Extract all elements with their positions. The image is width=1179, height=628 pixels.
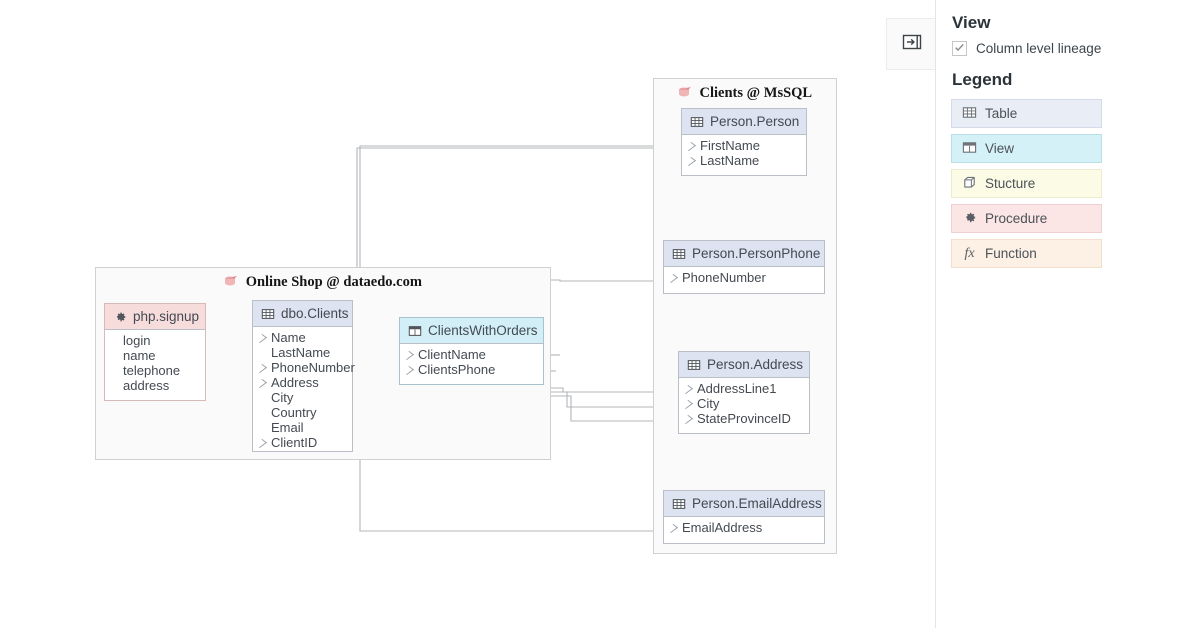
entity-name: ClientsWithOrders bbox=[428, 323, 538, 338]
legend-item-structure[interactable]: Stucture bbox=[951, 169, 1102, 198]
check-icon bbox=[954, 40, 965, 58]
structure-icon bbox=[962, 175, 977, 193]
legend-item-procedure[interactable]: Procedure bbox=[951, 204, 1102, 233]
entity-columns-person-personphone: PhoneNumber bbox=[664, 267, 824, 289]
entity-person-personphone[interactable]: Person.PersonPhone PhoneNumber bbox=[663, 240, 825, 294]
entity-columns-person-person: FirstName LastName bbox=[682, 135, 806, 172]
entity-header-person-emailaddress: Person.EmailAddress bbox=[664, 491, 824, 517]
table-icon bbox=[261, 307, 275, 321]
entity-header-php-signup: php.signup bbox=[105, 304, 205, 330]
legend-label: Procedure bbox=[985, 211, 1048, 226]
entity-name: dbo.Clients bbox=[281, 306, 349, 321]
entity-name: php.signup bbox=[133, 309, 200, 324]
column-addressline1[interactable]: AddressLine1 bbox=[679, 381, 809, 396]
column-name[interactable]: Name bbox=[253, 330, 352, 345]
column-phonenumber[interactable]: PhoneNumber bbox=[253, 360, 355, 375]
column-level-lineage-label: Column level lineage bbox=[976, 41, 1102, 56]
legend-item-table[interactable]: Table bbox=[951, 99, 1102, 128]
entity-name: Person.Address bbox=[707, 357, 804, 372]
entity-name: Person.PersonPhone bbox=[692, 246, 821, 261]
column-firstname[interactable]: FirstName bbox=[682, 138, 806, 153]
panel-collapse-icon bbox=[901, 32, 923, 57]
legend-item-function[interactable]: fx Function bbox=[951, 239, 1102, 268]
column-phonenumber[interactable]: PhoneNumber bbox=[664, 270, 824, 285]
legend-label: Table bbox=[985, 106, 1018, 121]
table-icon bbox=[672, 497, 686, 511]
column-address[interactable]: address bbox=[123, 378, 170, 393]
entity-person-address[interactable]: Person.Address AddressLine1 City StatePr… bbox=[678, 351, 810, 434]
entity-columns-php-signup: login name telephone address bbox=[105, 330, 205, 397]
column-clientname[interactable]: ClientName bbox=[400, 347, 543, 362]
panel-collapse-button[interactable] bbox=[886, 18, 936, 70]
entity-name: Person.Person bbox=[710, 114, 800, 129]
database-icon bbox=[678, 86, 692, 104]
legend-item-view[interactable]: View bbox=[951, 134, 1102, 163]
table-icon bbox=[962, 105, 977, 123]
database-title-mssql: Clients @ MsSQL bbox=[654, 85, 836, 104]
database-icon bbox=[224, 275, 238, 293]
column-login[interactable]: login bbox=[123, 333, 151, 348]
column-stateprovinceid[interactable]: StateProvinceID bbox=[679, 411, 809, 426]
legend-label: View bbox=[985, 141, 1015, 156]
entity-header-person-address: Person.Address bbox=[679, 352, 809, 378]
column-city[interactable]: City bbox=[271, 390, 294, 405]
column-clientsphone[interactable]: ClientsPhone bbox=[400, 362, 543, 377]
entity-person-person[interactable]: Person.Person FirstName LastName bbox=[681, 108, 807, 176]
entity-header-clients-with-orders: ClientsWithOrders bbox=[400, 318, 543, 344]
legend-heading: Legend bbox=[952, 70, 1013, 89]
entity-columns-person-address: AddressLine1 City StateProvinceID bbox=[679, 378, 809, 430]
column-email[interactable]: Email bbox=[271, 420, 304, 435]
view-icon bbox=[962, 140, 977, 158]
database-title-online-shop: Online Shop @ dataedo.com bbox=[96, 274, 550, 293]
column-telephone[interactable]: telephone bbox=[123, 363, 181, 378]
column-emailaddress[interactable]: EmailAddress bbox=[664, 520, 824, 535]
column-city[interactable]: City bbox=[679, 396, 809, 411]
column-lastname[interactable]: LastName bbox=[271, 345, 331, 360]
column-level-lineage-row[interactable]: Column level lineage bbox=[952, 41, 1101, 56]
gear-icon bbox=[113, 310, 127, 324]
database-title-text: Clients @ MsSQL bbox=[699, 85, 813, 101]
entity-clients-with-orders[interactable]: ClientsWithOrders ClientName ClientsPhon… bbox=[399, 317, 544, 385]
column-address[interactable]: Address bbox=[253, 375, 352, 390]
entity-header-person-person: Person.Person bbox=[682, 109, 806, 135]
right-sidebar: View Column level lineage Legend Table bbox=[935, 0, 1179, 628]
view-icon bbox=[408, 324, 422, 338]
table-icon bbox=[687, 358, 701, 372]
entity-header-dbo-clients: dbo.Clients bbox=[253, 301, 352, 327]
entity-name: Person.EmailAddress bbox=[692, 496, 822, 511]
database-title-text: Online Shop @ dataedo.com bbox=[245, 274, 422, 290]
legend-label: Stucture bbox=[985, 176, 1036, 191]
gear-icon bbox=[962, 210, 977, 228]
table-icon bbox=[690, 115, 704, 129]
view-heading: View bbox=[952, 13, 991, 32]
entity-dbo-clients[interactable]: dbo.Clients Name LastName PhoneNumber Ad… bbox=[252, 300, 355, 454]
entity-php-signup[interactable]: php.signup login name telephone address bbox=[104, 303, 206, 401]
column-lastname[interactable]: LastName bbox=[682, 153, 806, 168]
diagram-canvas[interactable]: .ln { fill:none; stroke:#b0b5ba; stroke-… bbox=[0, 0, 935, 628]
entity-columns-person-emailaddress: EmailAddress bbox=[664, 517, 824, 539]
function-icon: fx bbox=[964, 245, 975, 261]
entity-columns-dbo-clients: Name LastName PhoneNumber Address City C… bbox=[253, 327, 355, 454]
column-name[interactable]: name bbox=[123, 348, 156, 363]
entity-columns-clients-with-orders: ClientName ClientsPhone bbox=[400, 344, 543, 381]
entity-header-person-personphone: Person.PersonPhone bbox=[664, 241, 824, 267]
column-country[interactable]: Country bbox=[271, 405, 317, 420]
legend-label: Function bbox=[985, 246, 1037, 261]
table-icon bbox=[672, 247, 686, 261]
column-level-lineage-checkbox[interactable] bbox=[952, 41, 967, 56]
column-clientid[interactable]: ClientID bbox=[253, 435, 352, 450]
entity-person-emailaddress[interactable]: Person.EmailAddress EmailAddress bbox=[663, 490, 825, 544]
